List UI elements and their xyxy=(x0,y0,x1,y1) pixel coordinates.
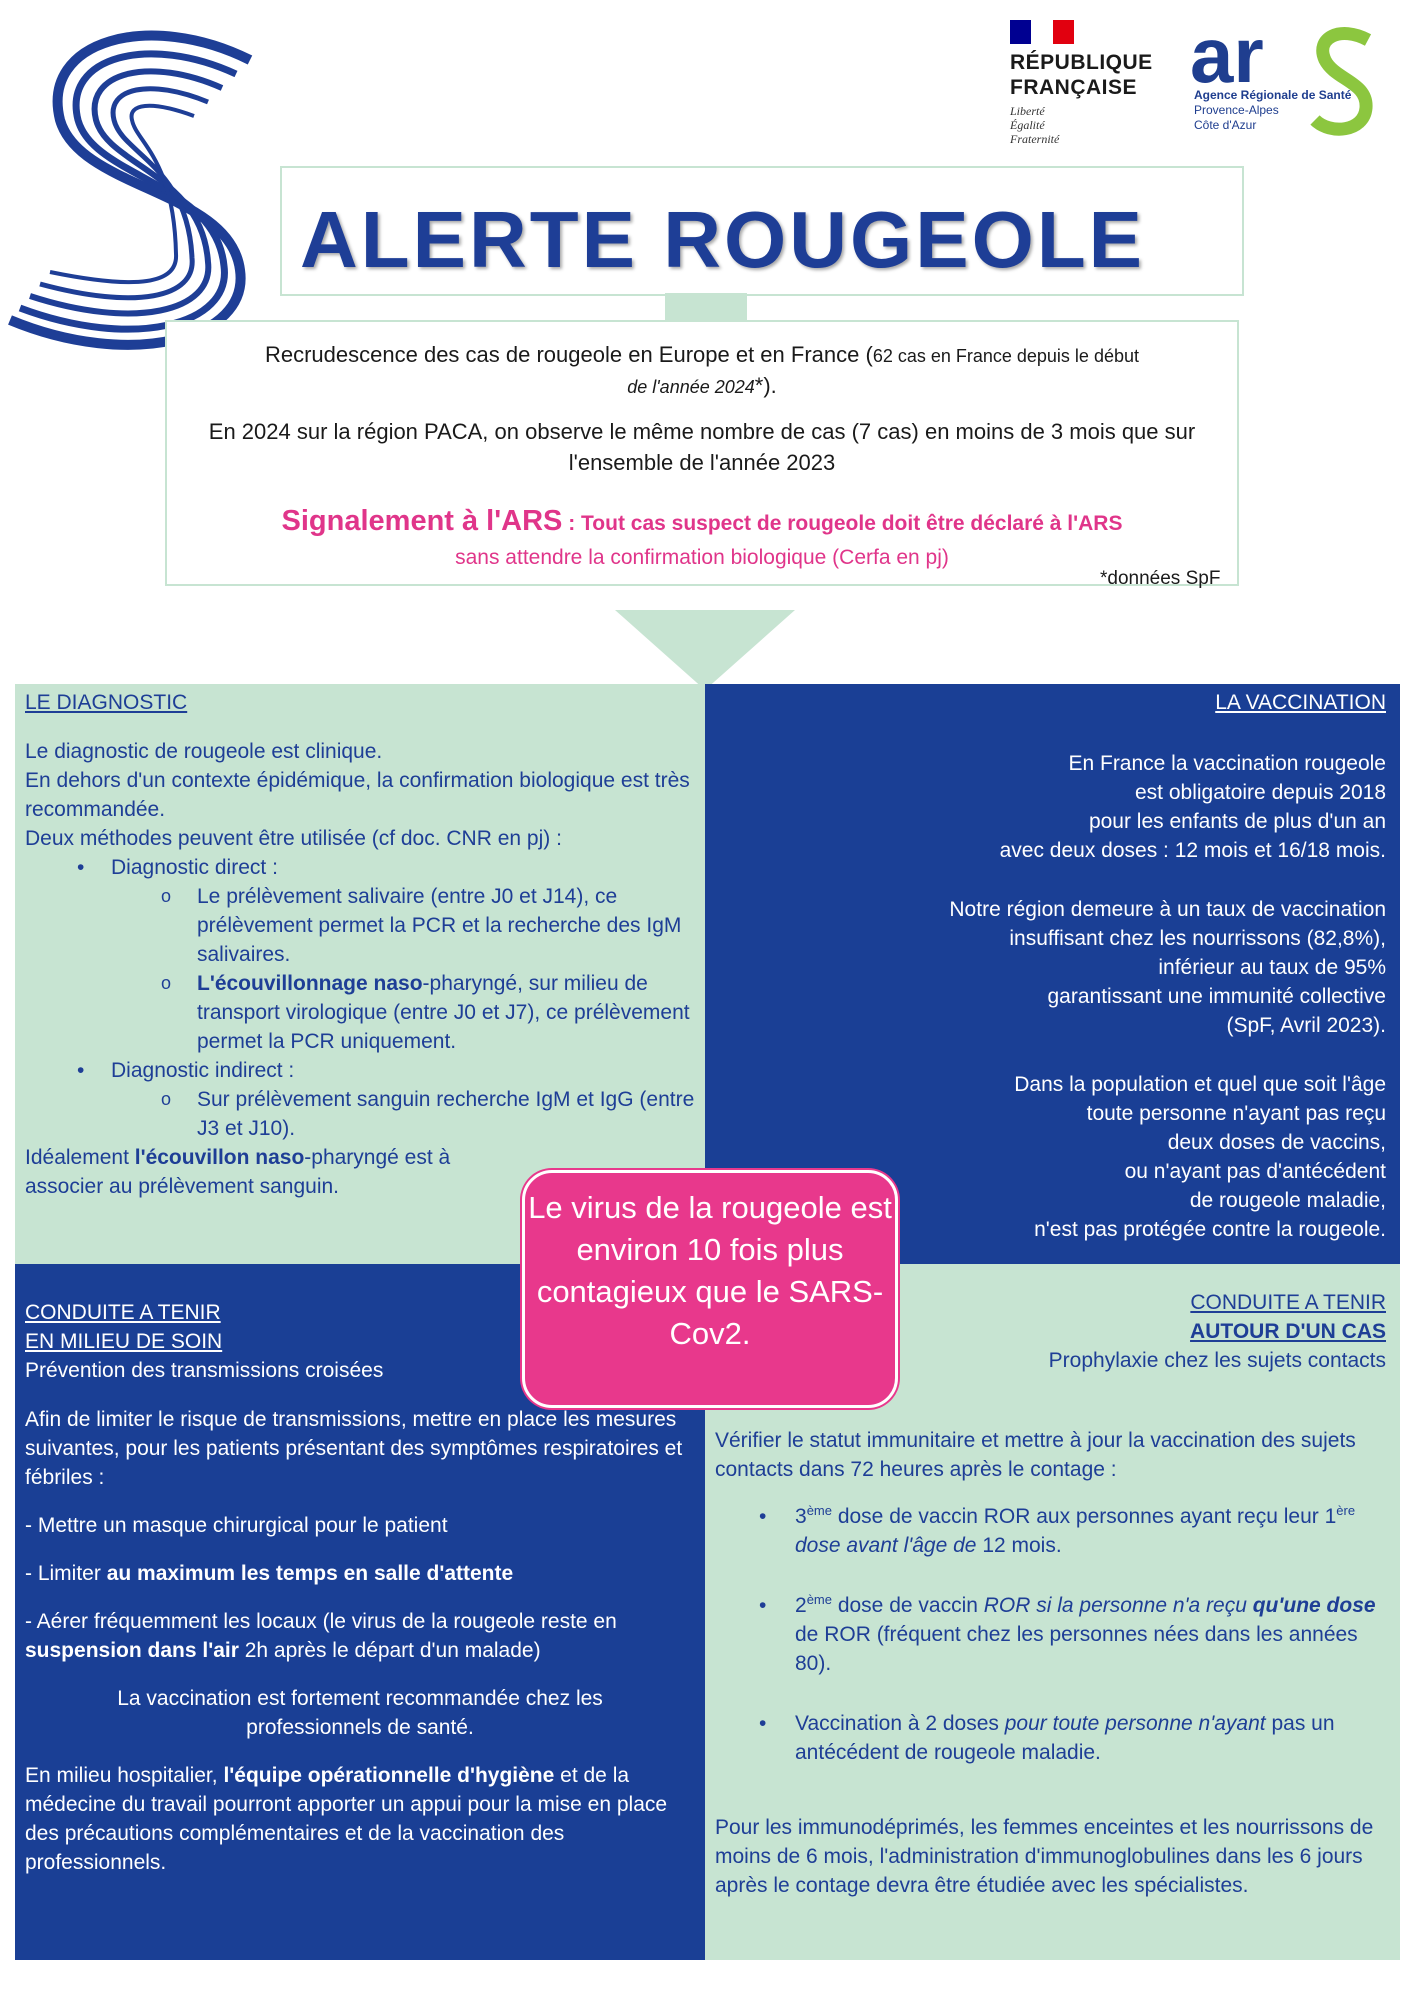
list-item: Diagnostic direct : xyxy=(25,853,705,882)
cas-heading-1: CONDUITE A TENIR xyxy=(1190,1291,1386,1314)
soin-hospital: En milieu hospitalier, l'équipe opératio… xyxy=(25,1764,668,1874)
french-flag-icon xyxy=(1010,20,1074,44)
cas-outro: Pour les immunodéprimés, les femmes ence… xyxy=(715,1816,1374,1897)
soin-intro: Afin de limiter le risque de transmissio… xyxy=(25,1408,683,1489)
s-logo-graphic xyxy=(8,30,253,350)
ars-subtitle: Agence Régionale de Santé Provence-Alpes… xyxy=(1194,88,1352,132)
contagion-callout: Le virus de la rougeole est environ 10 f… xyxy=(522,1170,898,1408)
list-item: 3ème dose de vaccin ROR aux personnes ay… xyxy=(715,1502,1385,1560)
soin-heading-2: EN MILIEU DE SOIN xyxy=(25,1330,223,1353)
list-item: L'écouvillonnage naso-pharyngé, sur mili… xyxy=(25,969,705,1056)
alert-info-box: Recrudescence des cas de rougeole en Eur… xyxy=(165,320,1239,586)
down-arrow-icon xyxy=(615,610,795,690)
list-item: 2ème dose de vaccin ROR si la personne n… xyxy=(715,1591,1385,1678)
diagnostic-heading: LE DIAGNOSTIC xyxy=(25,691,188,714)
soin-measure-1: - Mettre un masque chirurgical pour le p… xyxy=(25,1514,448,1537)
cas-section: CONDUITE A TENIR AUTOUR D'UN CAS Prophyl… xyxy=(705,1264,1400,1960)
page-title: ALERTE ROUGEOLE xyxy=(300,195,1146,284)
republique-francaise-logo: RÉPUBLIQUE FRANÇAISE Liberté Égalité Fra… xyxy=(1010,20,1170,146)
cas-subtitle: Prophylaxie chez les sujets contacts xyxy=(1048,1349,1386,1372)
title-frame xyxy=(280,166,1244,296)
soin-subtitle: Prévention des transmissions croisées xyxy=(25,1359,384,1382)
ars-logo: ar Agence Régionale de Santé Provence-Al… xyxy=(1190,11,1380,150)
diagnostic-section: LE DIAGNOSTIC Le diagnostic de rougeole … xyxy=(15,684,705,1264)
list-item: Le prélèvement salivaire (entre J0 et J1… xyxy=(25,882,705,969)
signalement-notice: Signalement à l'ARS : Tout cas suspect d… xyxy=(281,505,1123,569)
cas-heading-2: AUTOUR D'UN CAS xyxy=(1190,1320,1386,1343)
list-item: Sur prélèvement sanguin recherche IgM et… xyxy=(25,1085,705,1143)
republique-label: RÉPUBLIQUE FRANÇAISE xyxy=(1010,51,1153,99)
ars-wordmark-icon: ar xyxy=(1190,11,1373,136)
vaccination-paragraph-3: Dans la population et quel que soit l'âg… xyxy=(1014,1073,1386,1241)
footnote: *données SpF xyxy=(1100,568,1221,589)
vaccination-paragraph-2: Notre région demeure à un taux de vaccin… xyxy=(949,898,1386,1037)
info-paragraph-2: En 2024 sur la région PACA, on observe l… xyxy=(208,419,1196,475)
svg-text:ar: ar xyxy=(1190,20,1264,99)
soin-reco: La vaccination est fortement recommandée… xyxy=(117,1687,603,1739)
soin-measure-3: - Aérer fréquemment les locaux (le virus… xyxy=(25,1610,617,1662)
cas-intro: Vérifier le statut immunitaire et mettre… xyxy=(715,1429,1356,1481)
vaccination-heading: LA VACCINATION xyxy=(1215,691,1386,714)
motto: Liberté Égalité Fraternité xyxy=(1010,104,1060,146)
info-paragraph-1: Recrudescence des cas de rougeole en Eur… xyxy=(264,342,1139,398)
list-item: Diagnostic indirect : xyxy=(25,1056,705,1085)
list-item: Vaccination à 2 doses pour toute personn… xyxy=(715,1709,1385,1767)
vaccination-section: LA VACCINATION En France la vaccination … xyxy=(705,684,1400,1264)
soin-measure-2: - Limiter au maximum les temps en salle … xyxy=(25,1562,514,1585)
soin-heading-1: CONDUITE A TENIR xyxy=(25,1301,221,1324)
diagnostic-text: Le diagnostic de rougeole est clinique. … xyxy=(25,737,705,1201)
